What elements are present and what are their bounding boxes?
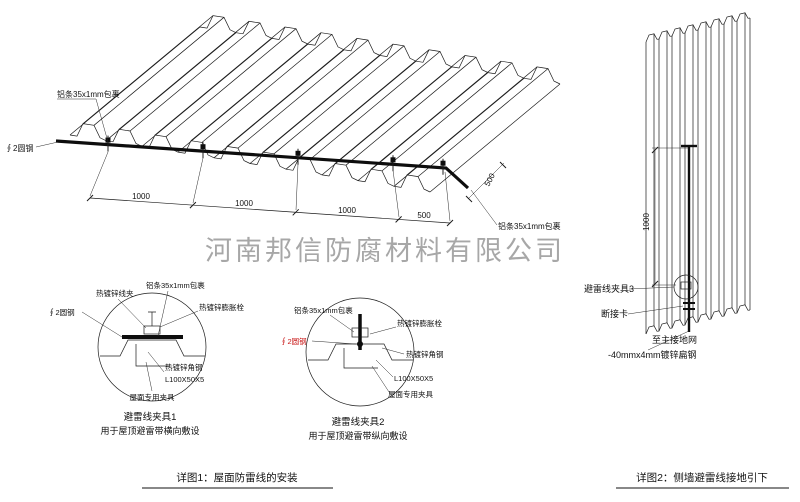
- label-expansion-bolt-1: 热镀锌膨胀栓: [199, 302, 244, 312]
- label-angle-steel-1: 热镀锌角钢: [165, 362, 203, 372]
- label-aluminum-strip-2: 铝条35x1mm包裹: [294, 305, 353, 315]
- label-aluminum-strip-right: 铝条35x1mm包裹: [498, 221, 561, 231]
- roof-front-profile: [69, 123, 431, 193]
- clamp1-leaders: [81, 290, 199, 392]
- clamp-dot: [440, 160, 446, 166]
- label-flat-steel: -40mmx4mm镀锌扁钢: [608, 349, 697, 360]
- label-to-ground-grid: 至主接地网: [652, 334, 697, 345]
- label-round-steel-2: ∮2圆钢: [280, 336, 307, 346]
- clamp1-title: 避雷线夹具1: [124, 411, 177, 423]
- roof-right-dimension: 500: [465, 161, 507, 203]
- label-roof-fixture-1: 屋面专用夹具: [130, 392, 175, 402]
- wire-clip-body: [143, 325, 161, 335]
- expansion-bolt-1: [148, 311, 156, 326]
- clamp1-subtitle: 用于屋顶避雷带横向敷设: [100, 425, 199, 436]
- dim-wall-1000: 1000: [642, 213, 651, 231]
- wall-rib-lines: [645, 12, 751, 334]
- lightning-wire: [55, 139, 470, 190]
- roof-back-profile: [199, 15, 561, 85]
- wall-dimension: 1000: [642, 146, 689, 288]
- label-aluminum-strip-1: 铝条35x1mm包裹: [146, 280, 205, 290]
- label-clamp3: 避雷线夹具3: [584, 283, 634, 294]
- clamp-detail-2: 铝条35x1mm包裹 热镀锌膨胀栓 ∮2圆钢 热镀锌角钢 L100X50X5 屋…: [280, 297, 444, 441]
- label-aluminum-strip-top: 铝条35x1mm包裹: [57, 89, 120, 99]
- corrugation-profile-1: [100, 339, 205, 357]
- detail-circle-2: [305, 297, 415, 407]
- label-round-steel-main: ∮2圆钢: [5, 143, 33, 153]
- roof-dimension-chain: 1000 1000 1000 500: [86, 151, 454, 227]
- angle-steel-2: [343, 348, 378, 369]
- angle-steel-1: [135, 344, 170, 367]
- detail1-caption: 详图1：屋面防雷线的安装: [176, 471, 298, 484]
- clamp-dot: [295, 150, 301, 156]
- label-expansion-bolt-2: 热镀锌膨胀栓: [397, 318, 442, 328]
- clamp-detail-1: 热镀锌线夹 铝条35x1mm包裹 热镀锌膨胀栓 ∮2圆钢 热镀锌角钢 L100X…: [48, 280, 244, 436]
- clamp2-subtitle: 用于屋顶避雷带纵向敷设: [308, 430, 407, 441]
- dim-1000-c: 1000: [338, 206, 356, 215]
- roof-wire-clamps: [105, 135, 446, 175]
- detail2-caption: 详图2：侧墙避雷线接地引下: [636, 471, 768, 484]
- label-angle-size-1: L100X50X5: [165, 375, 204, 384]
- detail2-caption-block: 详图2：侧墙避雷线接地引下: [616, 471, 789, 489]
- clamp2-title: 避雷线夹具2: [332, 416, 385, 428]
- label-round-steel-1: ∮2圆钢: [48, 307, 75, 317]
- clamp-dot: [105, 137, 111, 143]
- clamp-dot: [390, 157, 396, 163]
- label-disconnect-link: 断接卡: [601, 308, 628, 319]
- label-angle-steel-2: 热镀锌角钢: [406, 349, 444, 359]
- detail-circle-1: [97, 292, 207, 402]
- wall-clamp-body: [680, 281, 692, 290]
- wall-leaders: [627, 286, 690, 351]
- wall-clamp-circle: [673, 274, 699, 300]
- wire-dot: [357, 341, 363, 347]
- wire-clip-body-2: [351, 327, 369, 338]
- clamp2-leaders: [311, 314, 405, 393]
- dim-500: 500: [417, 211, 431, 220]
- label-wire-clip-1: 热镀锌线夹: [96, 288, 134, 298]
- dim-1000-b: 1000: [235, 199, 253, 208]
- disconnect-link: [683, 302, 695, 310]
- roof-ridge-lines: [69, 15, 561, 193]
- dim-right-500: 500: [483, 171, 497, 187]
- roof-annotations: 铝条35x1mm包裹 ∮2圆钢 铝条35x1mm包裹: [5, 89, 561, 231]
- roof-isometric-view: 1000 1000 1000 500 500 铝条35x1mm包裹 ∮2圆钢 铝…: [5, 15, 561, 231]
- watermark-text: 河南邦信防腐材料有限公司: [205, 236, 565, 266]
- dim-1000-a: 1000: [132, 192, 150, 201]
- clamp-dot: [200, 144, 206, 150]
- wall-section-view: 1000 避雷线夹具3 断接卡 至主接地网 -40mmx4mm镀锌扁钢: [584, 12, 751, 360]
- label-angle-size-2: L100X50X5: [394, 374, 433, 383]
- detail1-caption-block: 详图1：屋面防雷线的安装: [142, 471, 333, 489]
- label-roof-fixture-2: 屋面专用夹具: [388, 389, 433, 399]
